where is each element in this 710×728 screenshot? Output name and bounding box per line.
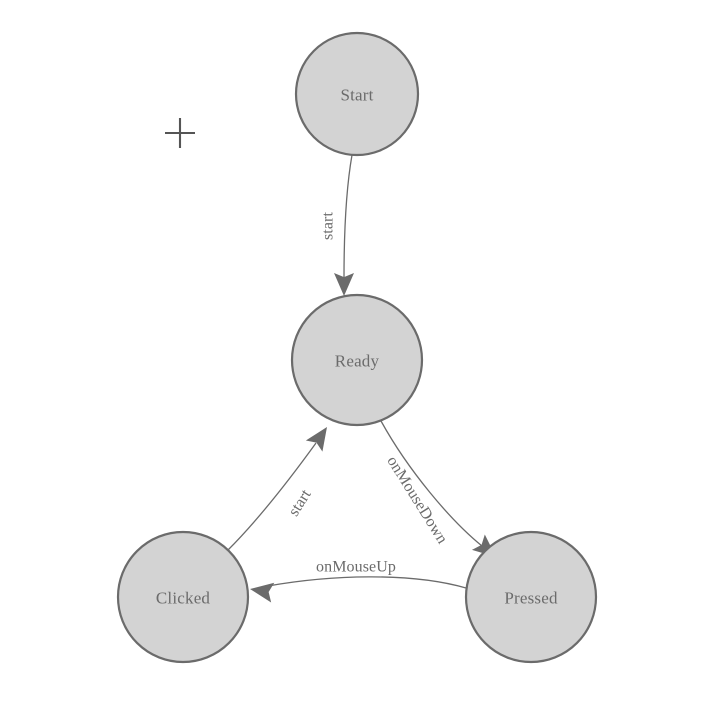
state-node-clicked[interactable]: Clicked	[116, 530, 250, 664]
edge-label: start	[285, 486, 315, 519]
node-circle[interactable]	[290, 293, 424, 427]
state-node-start[interactable]: Start	[294, 31, 420, 157]
node-label: Start	[340, 86, 373, 105]
edge-line	[380, 420, 483, 547]
edge-pressed-to-clicked[interactable]: onMouseUp	[248, 559, 467, 603]
state-node-ready[interactable]: Ready	[290, 293, 424, 427]
edge-clicked-to-ready[interactable]: start	[227, 421, 335, 551]
edge-line	[343, 154, 353, 279]
node-circle[interactable]	[464, 530, 598, 664]
edge-line	[227, 442, 317, 551]
edge-label: onMouseUp	[316, 559, 396, 576]
node-circle[interactable]	[116, 530, 250, 664]
arrow-head	[250, 582, 275, 603]
node-label: Ready	[335, 352, 380, 371]
node-label: Pressed	[504, 589, 558, 608]
node-circle[interactable]	[294, 31, 420, 157]
arrow-head	[305, 427, 327, 452]
edge-label: onMouseDown	[383, 453, 450, 547]
edge-ready-to-pressed[interactable]: onMouseDown	[380, 420, 502, 565]
edge-line	[267, 576, 467, 589]
markers-layer	[165, 118, 195, 148]
arrow-head	[334, 273, 354, 296]
plus-marker-icon	[165, 118, 195, 148]
state-node-pressed[interactable]: Pressed	[464, 530, 598, 664]
node-label: Clicked	[156, 589, 211, 608]
edge-start-to-ready[interactable]: start	[320, 154, 355, 296]
edge-label: start	[320, 212, 337, 241]
